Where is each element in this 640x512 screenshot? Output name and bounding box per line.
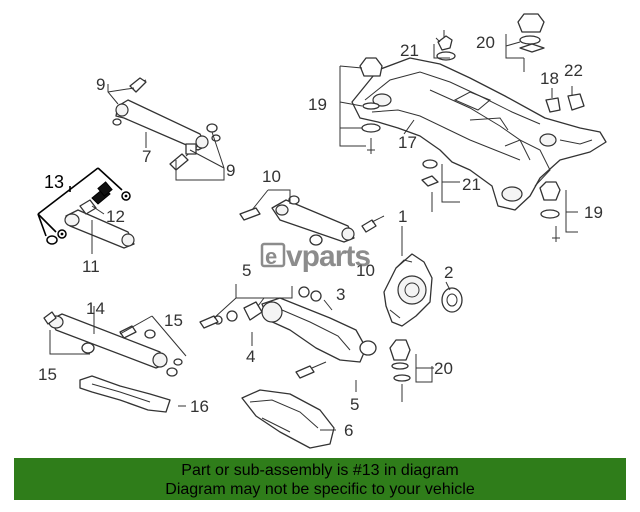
upper-arm-10: [239, 195, 385, 246]
callout-numbers: 9 7 9 13 12 11 10 10 14 15 15 16 5 3 4 5…: [38, 33, 603, 440]
leader-13: [37, 167, 123, 237]
wheel-knuckle-1: [383, 253, 433, 327]
callout-20: 20: [434, 359, 453, 378]
callout-16: 16: [190, 397, 209, 416]
callout-15: 15: [38, 365, 57, 384]
mount-bolt-21-top: [435, 30, 456, 61]
callout-5: 5: [350, 395, 359, 414]
mount-21-side: [421, 159, 439, 212]
trailing-arm-3: [261, 297, 377, 363]
callout-19: 19: [308, 95, 327, 114]
callout-9: 9: [96, 75, 105, 94]
watermark-logo: e vparts: [260, 240, 371, 273]
callout-10: 10: [356, 261, 375, 280]
lower-arm-11: [64, 209, 135, 249]
leader-lines: [49, 34, 578, 431]
callout-7: 7: [142, 147, 151, 166]
suspension-exploded-diagram: 9 7 9 13 12 11 10 10 14 15 15 16 5 3 4 5…: [37, 13, 607, 449]
bushing-20-top: [517, 13, 545, 72]
callout-19: 19: [584, 203, 603, 222]
callout-12: 12: [106, 207, 125, 226]
watermark-text: vparts: [286, 240, 370, 273]
bushing-4: [199, 301, 263, 329]
bolt-13: [46, 181, 131, 245]
rear-subframe: [351, 57, 607, 211]
callout-18: 18: [540, 69, 559, 88]
diagram-notice-banner: Part or sub-assembly is #13 in diagram D…: [14, 458, 626, 500]
banner-line-2: Diagram may not be specific to your vehi…: [165, 481, 475, 498]
callout-20: 20: [476, 33, 495, 52]
bushing-19-top: [359, 57, 383, 154]
callout-9: 9: [226, 161, 235, 180]
bushing-19-side: [539, 181, 561, 242]
callout-1: 1: [398, 207, 407, 226]
mount-20-lower: [389, 339, 411, 402]
callout-22: 22: [564, 61, 583, 80]
bearing-2: [441, 287, 463, 313]
watermark-mark: e: [265, 244, 277, 269]
callout-11: 11: [82, 257, 100, 276]
callout-6: 6: [344, 421, 353, 440]
callout-10: 10: [262, 167, 281, 186]
bolt-5-lower: [295, 286, 327, 379]
callout-14: 14: [86, 299, 105, 318]
callout-17: 17: [398, 133, 417, 152]
callout-13-highlighted: 13: [44, 172, 64, 192]
callout-5: 5: [242, 261, 251, 280]
brace-16: [79, 375, 171, 413]
shield-6: [241, 389, 335, 449]
bolt-9-lower: [169, 123, 221, 171]
callout-21: 21: [400, 41, 419, 60]
bushings-18-22: [545, 93, 585, 113]
callout-2: 2: [444, 263, 453, 282]
callout-15: 15: [164, 311, 183, 330]
bushing-12: [79, 199, 97, 215]
banner-line-1: Part or sub-assembly is #13 in diagram: [181, 462, 459, 479]
callout-3: 3: [336, 285, 345, 304]
arm-14: [43, 311, 183, 377]
callout-4: 4: [246, 347, 255, 366]
callout-21: 21: [462, 175, 481, 194]
